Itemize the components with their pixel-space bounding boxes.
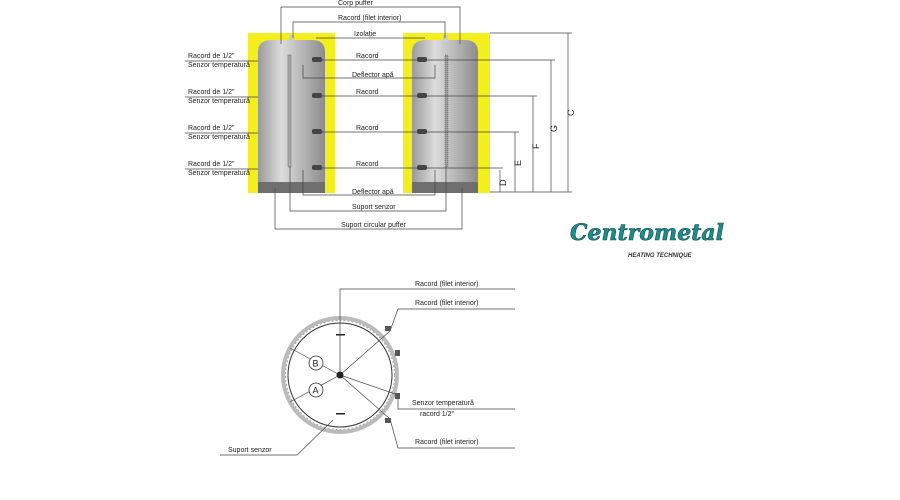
dimension-labels: D E F G C <box>498 109 576 186</box>
label-racord-filet: Racord (filet interior) <box>415 439 478 446</box>
centrometal-logo: Centrometal HEATING TECHNIQUE <box>570 220 725 259</box>
leader-lines <box>185 6 572 230</box>
label-senzor: Senzor temperatură <box>188 170 250 177</box>
label-corp-puffer: Corp puffer <box>338 0 374 7</box>
label-izolatie: Izolație <box>354 31 376 38</box>
label-senzor: Senzor temperatură <box>188 98 250 105</box>
label-racord: Racord <box>356 53 379 60</box>
label-senzor: Senzor temperatură <box>188 134 250 141</box>
marker-a: A <box>313 386 319 396</box>
dim-g: G <box>549 125 559 132</box>
label-racord-filet: Racord (filet interior) <box>415 300 478 307</box>
connectors <box>312 57 322 170</box>
left-tank <box>248 33 335 193</box>
top-view: B A Racord (filet interior) Racord (file… <box>220 281 515 456</box>
top-connector <box>289 35 294 41</box>
label-suport-circular: Suport circular puffer <box>341 222 407 229</box>
label-racord: Racord <box>356 89 379 96</box>
label-racord-half: Racord de 1/2" <box>188 53 235 60</box>
label-suport-senzor: Suport senzor <box>352 204 396 211</box>
label-suport-senzor: Suport senzor <box>228 447 272 454</box>
label-deflector: Deflector apă <box>352 72 394 79</box>
tank-base <box>258 182 325 193</box>
label-deflector: Deflector apă <box>352 189 394 196</box>
tank-base <box>412 182 478 193</box>
dim-c: C <box>566 109 576 116</box>
logo-tagline: HEATING TECHNIQUE <box>628 253 693 259</box>
label-racord-filet: Racord (filet interior) <box>415 281 478 288</box>
logo-name: Centrometal <box>570 220 724 246</box>
dim-e: E <box>513 160 523 166</box>
dim-d: D <box>498 179 508 186</box>
label-racord-half: Racord de 1/2" <box>188 89 235 96</box>
label-senzor: Senzor temperatură <box>188 62 250 69</box>
right-tank <box>403 33 490 193</box>
label-racord: Racord <box>356 161 379 168</box>
connectors <box>417 57 427 170</box>
label-racord-half: Racord de 1/2" <box>188 125 235 132</box>
left-labels: Racord de 1/2" Senzor temperatură Racord… <box>188 53 250 177</box>
dim-f: F <box>531 143 541 149</box>
label-senzor: Senzor temperatură <box>412 400 474 407</box>
label-racord-half: racord 1/2" <box>420 411 455 418</box>
top-connector <box>443 35 448 41</box>
marker-b: B <box>313 359 319 369</box>
tank-body <box>258 40 325 182</box>
label-racord: Racord <box>356 125 379 132</box>
label-racord-filet: Racord (filet interior) <box>338 15 401 22</box>
sensor-support <box>287 54 292 168</box>
sensor-support <box>444 54 449 168</box>
label-racord-half: Racord de 1/2" <box>188 161 235 168</box>
